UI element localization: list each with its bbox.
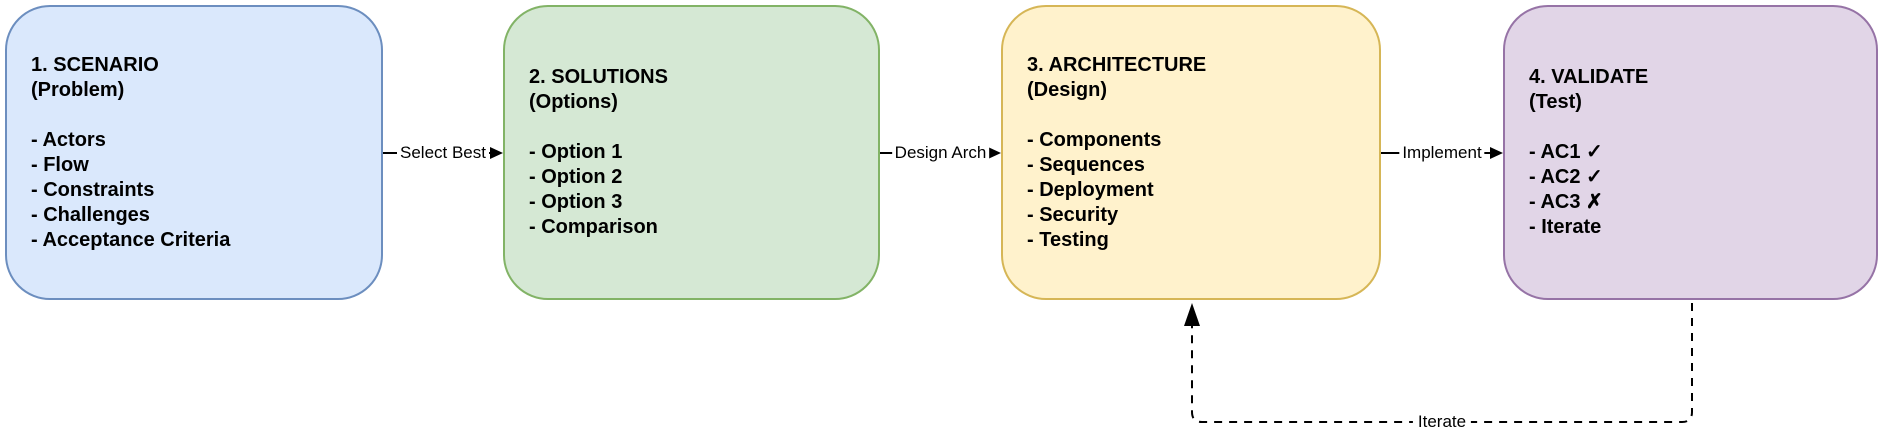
- connector-label: Design Arch: [891, 143, 990, 163]
- node-validate: 4. VALIDATE (Test) - AC1 ✓ - AC2 ✓ - AC3…: [1503, 5, 1878, 300]
- node-item: - Comparison: [529, 216, 658, 238]
- connector-select-best: Select Best: [383, 143, 503, 163]
- node-architecture: 3. ARCHITECTURE (Design) - Components - …: [1001, 5, 1381, 300]
- node-item-list: - Actors - Flow - Constraints - Challeng…: [31, 128, 363, 253]
- node-subtitle: (Design): [1027, 78, 1107, 101]
- connector-label: Implement: [1399, 143, 1485, 163]
- connector-implement: Implement: [1381, 143, 1503, 163]
- node-title: 4. VALIDATE: [1529, 66, 1649, 88]
- node-item: - Flow: [31, 153, 89, 176]
- connector-label: Select Best: [397, 143, 489, 163]
- node-item-list: - AC1 ✓ - AC2 ✓ - AC3 ✗ - Iterate: [1529, 140, 1858, 240]
- feedback-label: Iterate: [1412, 412, 1472, 432]
- node-item: - AC3 ✗: [1529, 191, 1603, 213]
- node-scenario: 1. SCENARIO (Problem) - Actors - Flow - …: [5, 5, 383, 300]
- node-item: - AC2 ✓: [1529, 166, 1603, 188]
- node-solutions: 2. SOLUTIONS (Options) - Option 1 - Opti…: [503, 5, 880, 300]
- node-subtitle: (Options): [529, 91, 618, 113]
- connector-design-arch: Design Arch: [880, 143, 1001, 163]
- node-item: - Constraints: [31, 178, 155, 201]
- arrow-up-icon: [1184, 303, 1200, 326]
- node-item-list: - Option 1 - Option 2 - Option 3 - Compa…: [529, 140, 860, 240]
- node-subtitle: (Test): [1529, 91, 1582, 113]
- node-title: 2. SOLUTIONS: [529, 66, 668, 88]
- arrow-right-icon: [988, 147, 1001, 159]
- node-item: - Components: [1027, 128, 1162, 151]
- node-item-list: - Components - Sequences - Deployment - …: [1027, 128, 1361, 253]
- node-item: - Option 3: [529, 191, 623, 213]
- feedback-dashed-line: [1191, 303, 1693, 423]
- node-item: - Acceptance Criteria: [31, 228, 231, 251]
- node-item: - Security: [1027, 203, 1119, 226]
- node-item: - Deployment: [1027, 178, 1154, 201]
- arrow-right-icon: [490, 147, 503, 159]
- node-item: - Iterate: [1529, 216, 1602, 238]
- node-item: - Testing: [1027, 228, 1109, 251]
- node-title: 3. ARCHITECTURE: [1027, 53, 1207, 76]
- node-item: - Option 1: [529, 141, 623, 163]
- node-title: 1. SCENARIO: [31, 53, 159, 76]
- node-item: - Actors: [31, 128, 106, 151]
- arrow-right-icon: [1490, 147, 1503, 159]
- node-item: - AC1 ✓: [1529, 141, 1603, 163]
- node-item: - Sequences: [1027, 153, 1145, 176]
- node-subtitle: (Problem): [31, 78, 125, 101]
- node-item: - Challenges: [31, 203, 150, 226]
- node-item: - Option 2: [529, 166, 623, 188]
